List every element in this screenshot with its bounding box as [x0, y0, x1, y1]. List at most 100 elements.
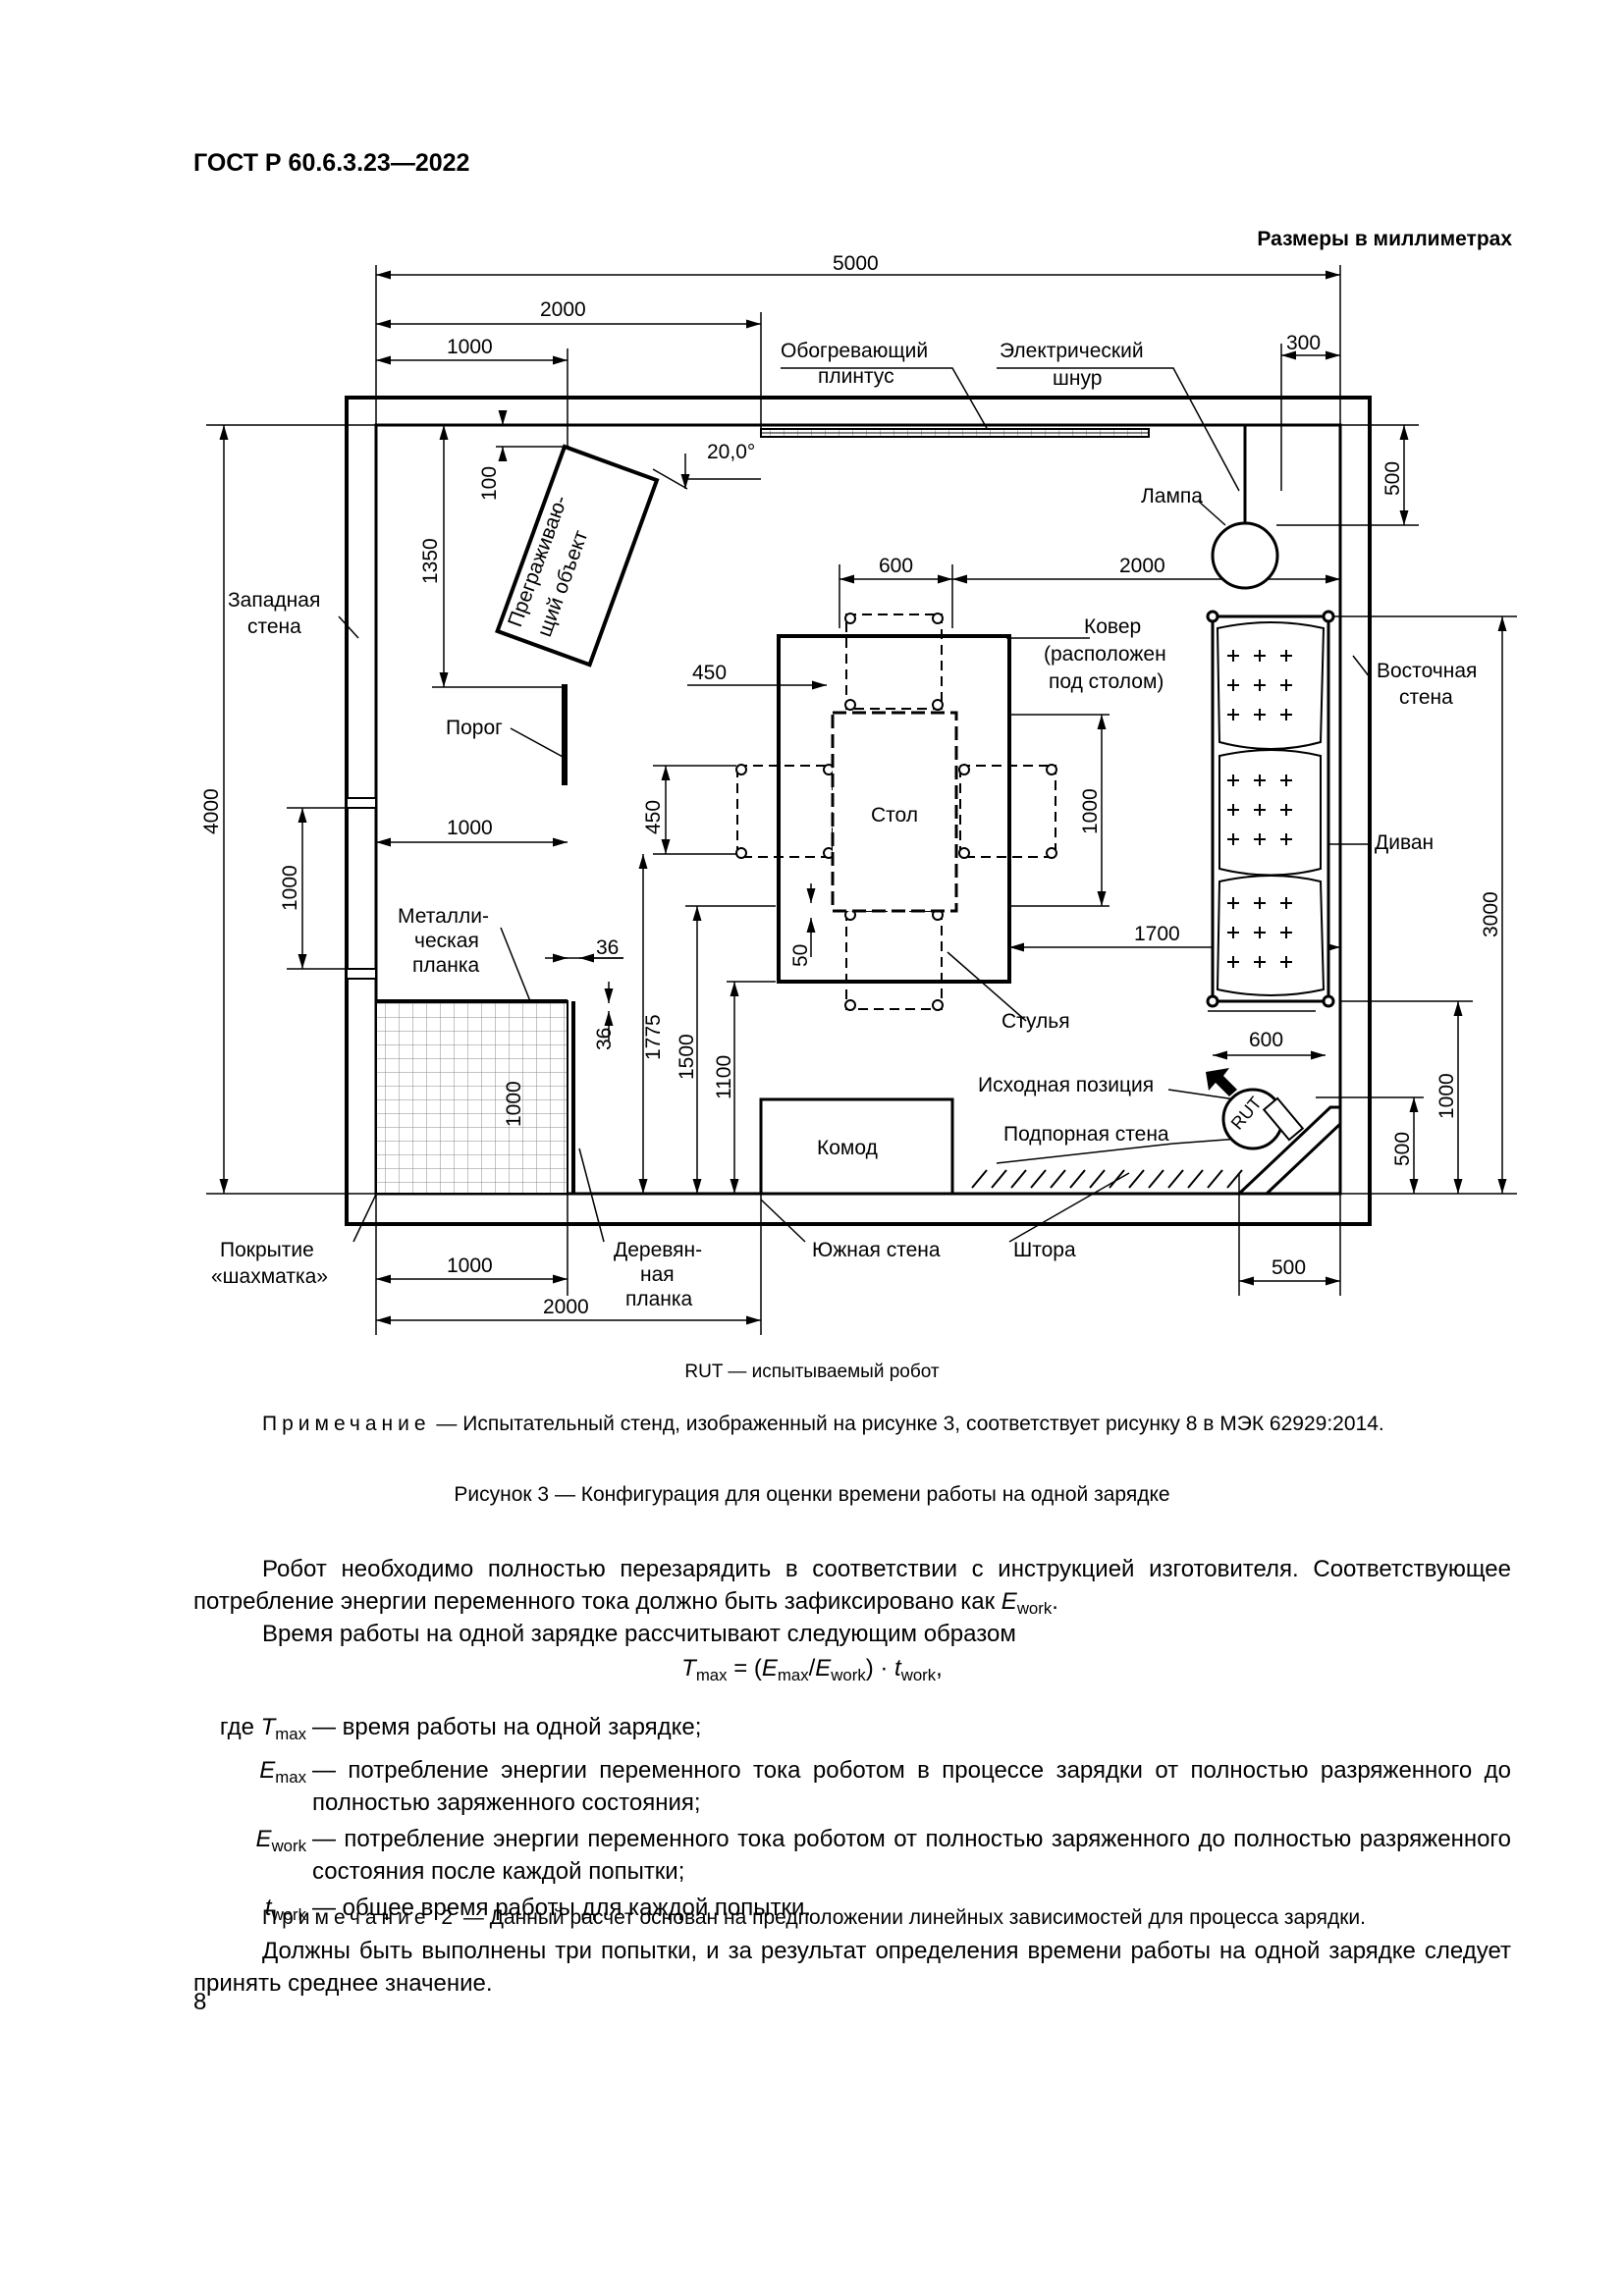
lamp [1211, 521, 1279, 590]
def-var: E [259, 1757, 276, 1784]
f-T: T [681, 1655, 696, 1682]
label-carpet-1: Ковер [1084, 615, 1141, 638]
dim-450-h: 450 [692, 662, 727, 684]
units-note: Размеры в миллиметрах [1257, 228, 1512, 250]
label-curtain: Штора [1013, 1239, 1076, 1261]
definition-row: где Tmax — время работы на одной зарядке… [193, 1711, 1511, 1750]
annotation-labels: Обогревающий плинтус Электрический шнур … [211, 340, 1477, 1310]
dim-4000: 4000 [200, 788, 223, 834]
def-pre: где [219, 1714, 261, 1740]
def-sub: work [271, 1837, 306, 1855]
label-cord-1: Электрический [1000, 340, 1144, 362]
label-dresser: Комод [817, 1137, 878, 1159]
note2-prefix: Примечание 2 [262, 1906, 459, 1929]
label-heater-1: Обогревающий [781, 340, 928, 362]
label-east-wall-1: Восточная [1377, 660, 1477, 682]
figure-caption: Рисунок 3 — Конфигурация для оценки врем… [454, 1483, 1170, 1506]
p1-main: Робот необходимо полностью перезарядить … [193, 1556, 1511, 1615]
f-eq: = ( [727, 1655, 762, 1682]
curtain-hatch [971, 1169, 1243, 1189]
dim-36-v: 36 [593, 1028, 616, 1050]
f-end: , [936, 1655, 943, 1682]
label-wood-1: Деревян- [614, 1239, 702, 1261]
p1-end: . [1052, 1588, 1058, 1615]
floor-plan-drawing: 5000 2000 1000 300 600 2000 20,0° 450 10… [200, 252, 1517, 1335]
label-checker-1: Покрытие [220, 1239, 314, 1261]
def-var: T [260, 1714, 276, 1740]
leader-lines [338, 367, 1371, 1243]
label-sofa: Диван [1375, 831, 1434, 854]
dim-500-bottom: 500 [1272, 1256, 1306, 1279]
f-close: ) · [865, 1655, 895, 1682]
definition-row: twork — общее время работы для каждой по… [193, 1892, 1511, 1931]
dim-450-v: 450 [642, 800, 665, 834]
dim-1000-bottom: 1000 [447, 1255, 493, 1277]
support-wall [1235, 1105, 1342, 1196]
note2-text: — Данный расчет основан на предположении… [458, 1906, 1367, 1929]
f-T-sub: max [695, 1666, 728, 1684]
formula: Tmax = (Emax/Ework) · twork, [0, 1655, 1624, 1685]
dim-angle: 20,0° [707, 441, 755, 463]
label-start-position: Исходная позиция [978, 1074, 1154, 1096]
obstacle-object [495, 444, 660, 667]
label-heater-2: плинтус [818, 365, 894, 388]
dim-1700: 1700 [1134, 923, 1180, 945]
dim-500-se: 500 [1391, 1132, 1414, 1166]
f-E1: E [761, 1655, 778, 1682]
dim-1100: 1100 [713, 1055, 735, 1099]
page-number: 8 [193, 1989, 207, 2015]
dim-1000-west: 1000 [279, 865, 301, 911]
dim-1000-se: 1000 [1435, 1073, 1458, 1119]
f-t: t [894, 1655, 901, 1682]
definition-row: Emax — потребление энергии переменного т… [193, 1754, 1511, 1819]
label-metal-3: планка [412, 954, 480, 977]
rut-robot [1221, 1088, 1305, 1150]
dim-1500: 1500 [676, 1034, 698, 1080]
def-var: E [255, 1826, 272, 1852]
paragraph-recharge: Робот необходимо полностью перезарядить … [193, 1553, 1511, 1625]
dim-300: 300 [1286, 332, 1321, 354]
dim-2000-mid: 2000 [1119, 555, 1165, 577]
def-var: t [264, 1895, 272, 1921]
label-south-wall: Южная стена [812, 1239, 941, 1261]
table [831, 711, 958, 913]
def-desc: — общее время работы для каждой попытки. [312, 1895, 812, 1921]
paragraph-calc: Время работы на одной зарядке рассчитыва… [262, 1621, 1016, 1647]
dim-3000: 3000 [1480, 891, 1502, 937]
def-sub: max [275, 1725, 306, 1743]
def-sub: max [275, 1768, 306, 1787]
label-lamp: Лампа [1141, 485, 1203, 507]
def-desc: — потребление энергии переменного тока р… [312, 1757, 1511, 1816]
label-checker-2: «шахматка» [211, 1265, 328, 1288]
dim-5000: 5000 [833, 252, 879, 275]
label-threshold: Порог [446, 717, 503, 739]
dimension-texts: 5000 2000 1000 300 600 2000 20,0° 450 10… [200, 252, 1502, 1318]
note-prefix: Примечание [262, 1413, 431, 1435]
def-desc: — потребление энергии переменного тока р… [312, 1826, 1511, 1885]
label-east-wall-2: стена [1399, 686, 1453, 709]
label-carpet-2: (расположен [1044, 643, 1166, 666]
start-direction-arrow [1206, 1068, 1237, 1096]
f-E2-sub: work [831, 1666, 866, 1684]
paragraph-attempts: Должны быть выполнены три попытки, и за … [193, 1938, 1511, 1997]
dim-50: 50 [789, 944, 812, 967]
label-wood-2: ная [640, 1263, 675, 1286]
def-desc: — время работы на одной зарядке; [312, 1714, 702, 1740]
dim-1350: 1350 [419, 538, 442, 584]
label-carpet-3: под столом) [1049, 670, 1164, 693]
def-sub: work [271, 1905, 306, 1924]
f-E2: E [815, 1655, 832, 1682]
f-t-sub: work [900, 1666, 937, 1684]
dim-2000-bottom: 2000 [543, 1296, 589, 1318]
dim-1000-mid: 1000 [447, 817, 493, 839]
f-E1-sub: max [777, 1666, 809, 1684]
label-west-wall-1: Западная [228, 589, 320, 612]
dim-1000-top: 1000 [447, 336, 493, 358]
label-metal-1: Металли- [398, 905, 489, 928]
note-text: — Испытательный стенд, изображенный на р… [430, 1413, 1384, 1435]
dimension-lines [206, 265, 1517, 1335]
label-west-wall-2: стена [247, 615, 301, 638]
label-support-wall: Подпорная стена [1003, 1123, 1169, 1146]
dim-100: 100 [478, 466, 501, 501]
dim-600-top: 600 [879, 555, 913, 577]
